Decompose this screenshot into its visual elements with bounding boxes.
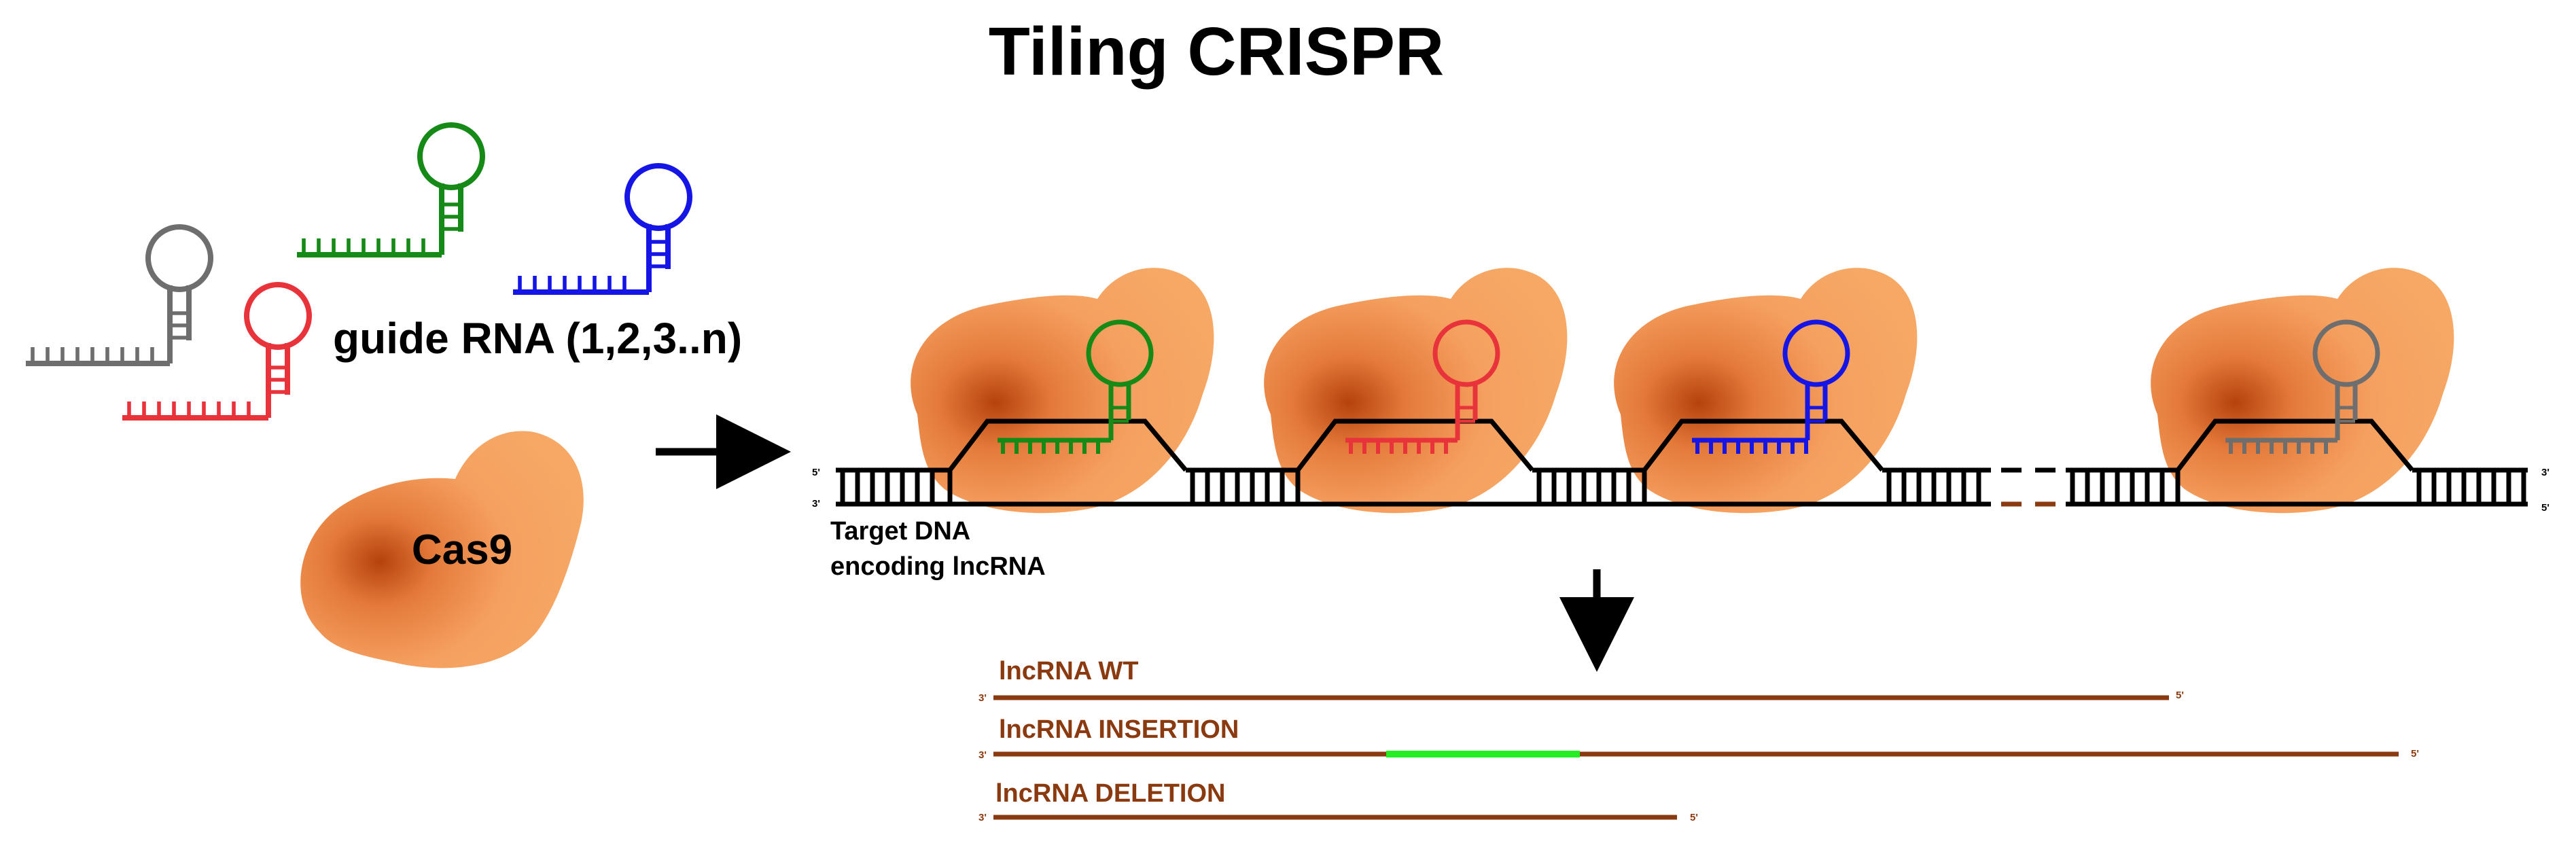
dna-segment-1 <box>836 467 950 507</box>
dna-segment-4 <box>1882 467 1991 507</box>
dna-opened-top-strand <box>1296 418 1534 472</box>
complex-blue <box>1642 319 1884 507</box>
outcome-deletion: lncRNA DELETION 3' 5' <box>978 779 1698 823</box>
guide-rna-blue <box>513 163 692 295</box>
outcome-insertion-5end: 5' <box>2411 748 2419 760</box>
outcome-deletion-5end: 5' <box>1690 812 1698 823</box>
complex-green <box>947 319 1188 507</box>
dna-right-top-end: 3' <box>2541 467 2549 478</box>
complex-gray-cas9 <box>2151 268 2454 514</box>
diagram-title: Tiling CRISPR <box>989 14 1444 90</box>
dna-opened-top-strand <box>1642 418 1884 472</box>
outcome-wt: lncRNA WT 3' 5' <box>978 657 2184 704</box>
outcome-insertion: lncRNA INSERTION 3' 5' <box>978 715 2419 761</box>
guide-loop <box>1782 319 1850 387</box>
guide-loop <box>1432 319 1500 387</box>
complex-gray <box>2175 319 2414 507</box>
cas9-blob <box>300 431 584 668</box>
target-dna-label-line2: encoding lncRNA <box>830 552 1046 581</box>
dna-segment-6 <box>2412 467 2528 507</box>
dna-left-top-end: 5' <box>812 467 820 478</box>
dna-opened-top-strand <box>2176 418 2414 472</box>
outcome-insertion-label: lncRNA INSERTION <box>999 715 1239 744</box>
guide-rna-green <box>297 122 485 257</box>
dna-opened-top-strand <box>948 418 1188 472</box>
guide-loop <box>1086 319 1154 387</box>
dna-segment-3 <box>1532 467 1644 507</box>
target-dna <box>836 268 2528 514</box>
free-guide-rnas <box>26 122 692 421</box>
complex-red <box>1295 319 1534 507</box>
guide-rna-gray <box>26 224 213 366</box>
outcome-wt-3end: 3' <box>978 692 987 704</box>
target-dna-label: Target DNA <box>830 517 970 546</box>
guide-loop <box>244 282 312 350</box>
outcome-deletion-label: lncRNA DELETION <box>995 779 1226 808</box>
dna-segment-2 <box>1186 467 1298 507</box>
cas9-protein: Cas9 <box>300 431 584 668</box>
outcome-deletion-3end: 3' <box>978 812 987 823</box>
complex-red-cas9 <box>1264 268 1568 514</box>
outcome-insertion-3end: 3' <box>978 749 987 761</box>
guide-loop <box>145 224 213 292</box>
guide-loop <box>417 122 485 190</box>
guide-rna-label: guide RNA (1,2,3..n) <box>333 314 742 363</box>
dna-segment-5 <box>2066 467 2178 507</box>
outcome-wt-5end: 5' <box>2176 690 2184 701</box>
outcome-wt-label: lncRNA WT <box>999 657 1138 685</box>
complex-blue-cas9 <box>1614 268 1918 514</box>
dna-left-bottom-end: 3' <box>812 498 820 510</box>
guide-loop <box>2312 319 2380 387</box>
complex-green-cas9 <box>911 268 1214 514</box>
cas9-label: Cas9 <box>412 527 512 573</box>
guide-loop <box>624 163 692 231</box>
dna-right-bottom-end: 5' <box>2541 502 2549 514</box>
guide-rna-red <box>122 282 312 421</box>
